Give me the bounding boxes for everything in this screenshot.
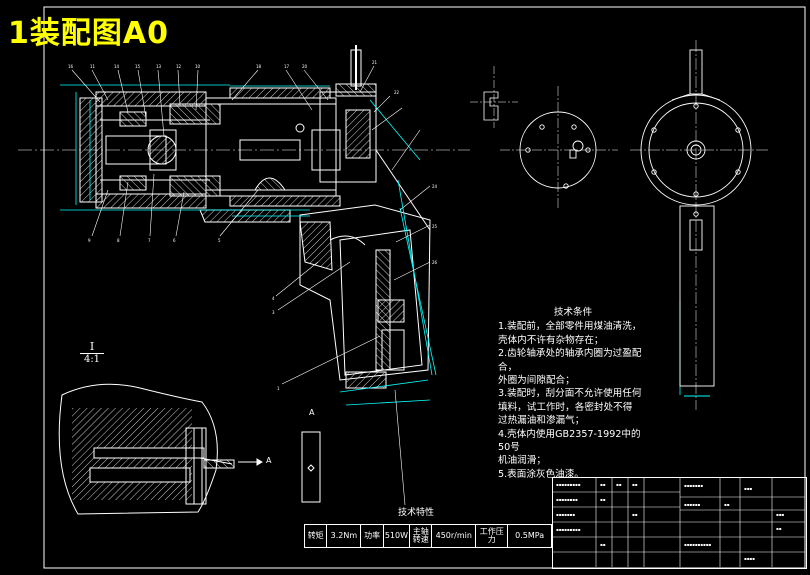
svg-text:12: 12 [176, 64, 182, 69]
perf-cell-value: 0.5MPa [515, 531, 545, 540]
svg-text:9: 9 [88, 238, 91, 243]
svg-text:▪▪: ▪▪ [616, 482, 622, 487]
main-sectional-view [18, 45, 470, 389]
svg-text:13: 13 [156, 64, 162, 69]
svg-text:10: 10 [195, 64, 201, 69]
svg-text:11: 11 [90, 64, 96, 69]
perf-cell-label: 工作压力 [476, 525, 509, 547]
detail-view-roman: I [89, 340, 95, 353]
svg-text:▪▪▪: ▪▪▪ [776, 512, 784, 517]
svg-text:▪▪▪▪▪▪▪▪▪: ▪▪▪▪▪▪▪▪▪ [556, 527, 581, 532]
svg-text:▪▪: ▪▪ [724, 502, 730, 507]
svg-text:4: 4 [272, 296, 275, 301]
svg-text:7: 7 [148, 238, 151, 243]
svg-text:1: 1 [277, 386, 280, 391]
svg-text:6: 6 [173, 238, 176, 243]
svg-text:▪▪▪▪▪▪▪: ▪▪▪▪▪▪▪ [556, 512, 575, 517]
svg-text:14: 14 [114, 64, 120, 69]
svg-text:▪▪▪▪▪▪▪: ▪▪▪▪▪▪▪ [684, 483, 703, 488]
perf-cell-label: 转矩 [305, 525, 328, 547]
svg-text:▪▪▪▪▪▪▪▪▪: ▪▪▪▪▪▪▪▪▪ [556, 482, 581, 487]
section-marker: A [309, 408, 315, 417]
svg-text:21: 21 [372, 60, 378, 65]
performance-table: 转矩 3.2Nm 功率 510W 主轴转速 450r/min 工作压力 0.5M… [304, 524, 552, 548]
key-view [470, 66, 518, 128]
svg-text:5: 5 [218, 238, 221, 243]
tech-line: 机油润滑； [498, 455, 546, 467]
title-block [552, 477, 807, 569]
svg-text:▪▪: ▪▪ [600, 497, 606, 502]
flange-side-view [500, 86, 618, 210]
tech-line: 2.齿轮轴承处的轴承内圈为过盈配合， [498, 348, 642, 373]
performance-title: 技术特性 [398, 508, 435, 518]
svg-text:17: 17 [284, 64, 290, 69]
tech-line: 1.装配前，全部零件用煤油清洗， [498, 321, 642, 333]
title-block-grid [552, 477, 805, 567]
tech-line: 过热漏油和渗漏气； [498, 415, 585, 427]
perf-cell-value: 3.2Nm [327, 525, 362, 547]
svg-text:▪▪▪: ▪▪▪ [744, 486, 752, 491]
technical-requirements-heading: 技术条件 [553, 307, 593, 318]
drawing-border [43, 6, 806, 569]
part-number-tags: 16 11 14 15 13 12 10 18 17 20 21 22 9 8 7 6 5 4 3 1 24 2… [68, 60, 438, 391]
svg-text:3: 3 [272, 310, 275, 315]
svg-text:▪▪: ▪▪ [776, 526, 782, 531]
perf-cell-value: 450r/min [432, 525, 477, 547]
svg-text:▪▪: ▪▪ [632, 482, 638, 487]
tech-line: 填料，试工作时，各密封处不得 [498, 401, 633, 413]
section-marker-arrow-label: A [266, 456, 272, 465]
svg-text:8: 8 [117, 238, 120, 243]
svg-text:26: 26 [432, 260, 438, 265]
title-block-scribbles: ▪▪▪▪▪▪▪▪▪▪▪▪▪▪▪▪▪ ▪▪▪▪▪▪▪▪▪▪▪▪▪▪▪▪ ▪▪▪▪▪… [556, 482, 784, 561]
svg-text:▪▪: ▪▪ [600, 542, 606, 547]
perf-cell-label: 主轴转速 [410, 525, 433, 547]
svg-text:▪▪: ▪▪ [632, 512, 638, 517]
svg-text:24: 24 [432, 184, 438, 189]
tech-line: 壳体内不许有杂物存在； [498, 334, 604, 346]
end-view [630, 40, 770, 410]
perf-cell-label: 功率 [361, 525, 384, 547]
detail-view-i [58, 383, 263, 515]
section-a-view [301, 431, 321, 503]
bearing-lower [119, 175, 147, 191]
detail-view-scale: 4:1 [80, 353, 104, 365]
rear-cap [79, 97, 103, 203]
svg-text:18: 18 [256, 64, 262, 69]
bearing-upper [119, 111, 147, 127]
svg-text:▪▪▪▪▪▪: ▪▪▪▪▪▪ [684, 502, 701, 507]
svg-text:20: 20 [302, 64, 308, 69]
svg-text:▪▪▪▪: ▪▪▪▪ [744, 556, 755, 561]
tech-line: 3.装配时，刮分面不允许使用任何 [498, 388, 642, 400]
perf-cell-value: 510W [384, 525, 411, 547]
svg-text:▪▪▪▪▪▪▪▪▪▪: ▪▪▪▪▪▪▪▪▪▪ [684, 542, 711, 547]
tech-line: 外圈为间隙配合； [498, 375, 575, 387]
svg-text:15: 15 [135, 64, 141, 69]
svg-text:▪▪: ▪▪ [600, 482, 606, 487]
svg-text:25: 25 [432, 224, 438, 229]
svg-text:16: 16 [68, 64, 74, 69]
technical-requirements: 技术条件 1.装配前，全部零件用煤油清洗， 壳体内不许有杂物存在； 2.齿轮轴承… [498, 306, 648, 481]
tech-line: 4.壳体内使用GB2357-1992中的50号 [498, 428, 641, 454]
svg-text:22: 22 [394, 90, 400, 95]
drawing-title: 1装配图A0 [8, 16, 169, 51]
tech-line: 5.表面涂灰色油漆。 [498, 468, 584, 480]
detail-view-label: I 4:1 [80, 340, 104, 365]
svg-text:▪▪▪▪▪▪▪▪: ▪▪▪▪▪▪▪▪ [556, 497, 578, 502]
leader-lines [71, 65, 431, 506]
